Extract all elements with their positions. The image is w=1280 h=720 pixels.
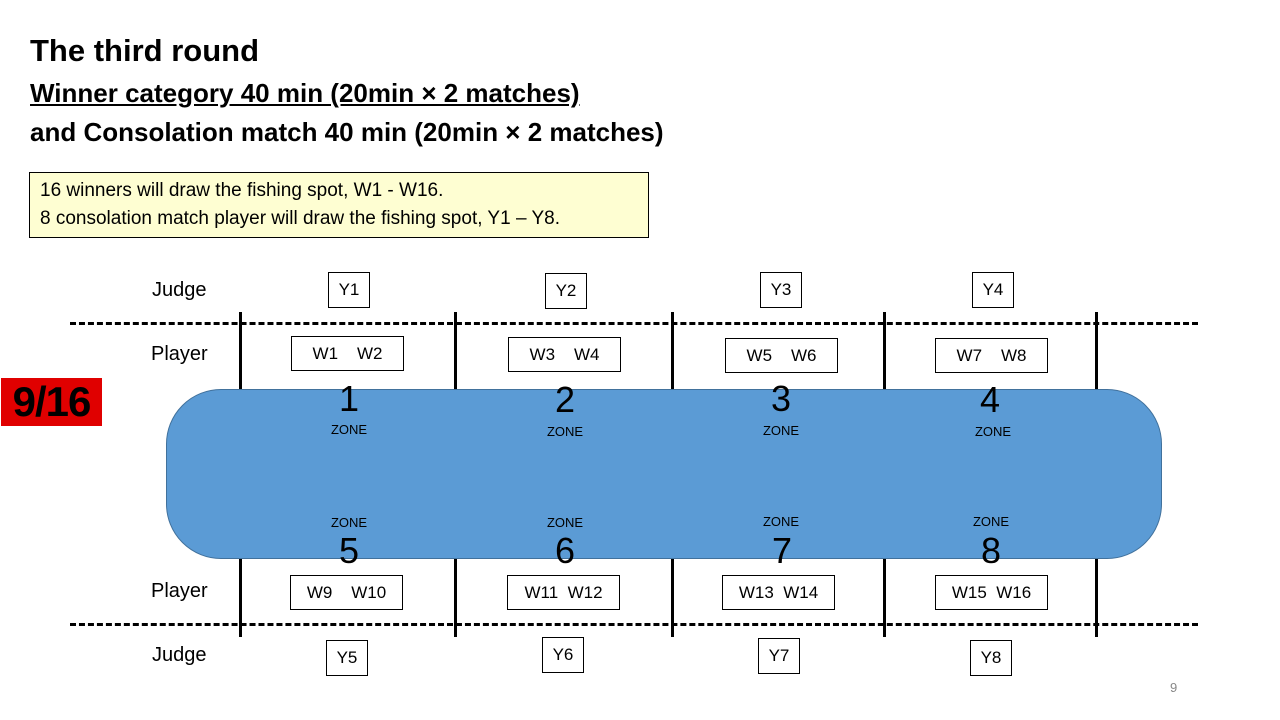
judge-box: Y7: [758, 638, 800, 674]
spot-divider: [454, 559, 457, 637]
judge-box: Y5: [326, 640, 368, 676]
player-box: W11 W12: [507, 575, 620, 610]
spot-divider: [1095, 559, 1098, 637]
player-label-bottom: Player: [151, 580, 208, 602]
judge-box: Y4: [972, 272, 1014, 308]
zone-number: 5: [338, 530, 360, 571]
zone-number: 8: [980, 530, 1002, 571]
judge-label-bottom: Judge: [152, 644, 207, 666]
zone-number: 4: [979, 379, 1001, 420]
dashed-divider-top: [70, 322, 1198, 325]
player-box: W15 W16: [935, 575, 1048, 610]
judge-box: Y1: [328, 272, 370, 308]
zone-label: ZONE: [762, 514, 800, 529]
judge-box: Y6: [542, 637, 584, 673]
spot-divider: [671, 559, 674, 637]
page-number: 9: [1170, 680, 1178, 695]
zone-label: ZONE: [546, 515, 584, 530]
zone-label: ZONE: [330, 422, 368, 437]
zone-label: ZONE: [972, 514, 1010, 529]
info-note: 16 winners will draw the fishing spot, W…: [29, 172, 649, 238]
player-box: W9 W10: [290, 575, 403, 610]
zone-number: 2: [554, 379, 576, 420]
zone-label: ZONE: [762, 423, 800, 438]
judge-box: Y2: [545, 273, 587, 309]
judge-label-top: Judge: [152, 279, 207, 301]
spot-divider: [239, 559, 242, 637]
spot-divider: [883, 559, 886, 637]
player-box: W7 W8: [935, 338, 1048, 373]
zone-number: 3: [770, 378, 792, 419]
dashed-divider-bottom: [70, 623, 1198, 626]
subtitle-winner-category: Winner category 40 min (20min × 2 matche…: [30, 78, 580, 108]
spot-divider: [454, 312, 457, 389]
player-box: W13 W14: [722, 575, 835, 610]
page-title: The third round: [30, 33, 260, 68]
subtitle-consolation-match: and Consolation match 40 min (20min × 2 …: [30, 117, 664, 147]
player-box: W5 W6: [725, 338, 838, 373]
zone-label: ZONE: [330, 515, 368, 530]
note-line-consolation: 8 consolation match player will draw the…: [40, 208, 560, 229]
spot-divider: [1095, 312, 1098, 389]
note-line-winners: 16 winners will draw the fishing spot, W…: [40, 180, 444, 201]
player-box: W1 W2: [291, 336, 404, 371]
spot-divider: [239, 312, 242, 389]
zone-number: 1: [338, 378, 360, 419]
zone-label: ZONE: [974, 424, 1012, 439]
judge-box: Y3: [760, 272, 802, 308]
zone-number: 6: [554, 530, 576, 571]
spot-divider: [671, 312, 674, 389]
player-label-top: Player: [151, 343, 208, 365]
zone-label: ZONE: [546, 424, 584, 439]
fishing-pond: [166, 389, 1162, 559]
judge-box: Y8: [970, 640, 1012, 676]
player-box: W3 W4: [508, 337, 621, 372]
date-badge: 9/16: [1, 378, 102, 426]
spot-divider: [883, 312, 886, 389]
zone-number: 7: [771, 530, 793, 571]
